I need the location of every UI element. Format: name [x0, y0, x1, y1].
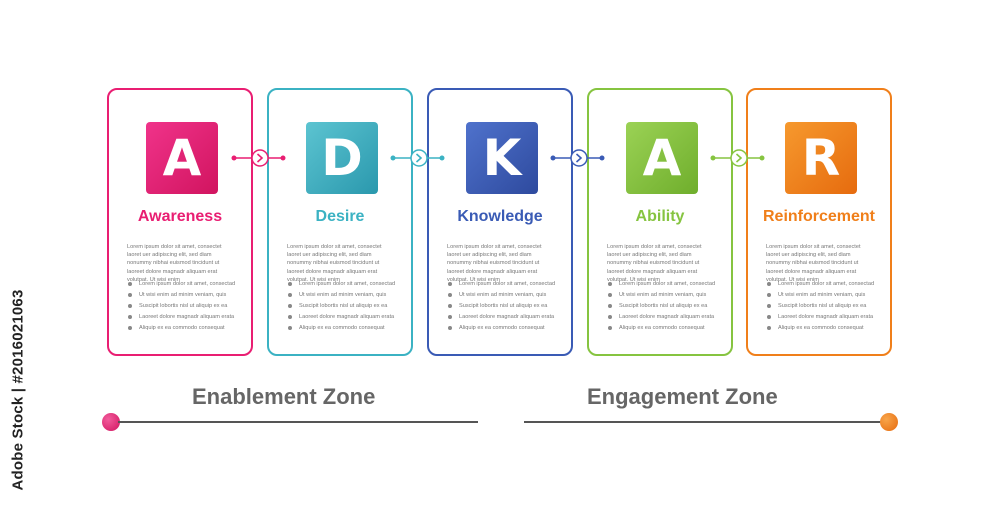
bullet-item: Laoreet dolore magnadr aliquam erata [766, 313, 882, 324]
card-description: Lorem ipsum dolor sit amet, consectet la… [447, 244, 542, 283]
connector-1 [231, 149, 286, 167]
bullet-item: Laoreet dolore magnadr aliquam erata [287, 313, 403, 324]
chevron-right-icon [570, 149, 588, 167]
card-description: Lorem ipsum dolor sit amet, consectet la… [287, 244, 382, 283]
card-reinforcement: R Reinforcement Lorem ipsum dolor sit am… [746, 88, 892, 356]
card-title: Awareness [137, 208, 223, 225]
watermark-text: Adobe Stock | #201602106​3 [9, 289, 27, 491]
card-desire: D Desire Lorem ipsum dolor sit amet, con… [267, 88, 413, 356]
bullet-item: Ut wisi enim ad minim veniam, quis [287, 291, 403, 302]
bullet-item: Ut wisi enim ad minim veniam, quis [447, 291, 563, 302]
card-title: Knowledge [457, 208, 543, 225]
letter-tile-knowledge: K [466, 122, 538, 194]
bullet-item: Aliquip ex ea commodo consequat [766, 324, 882, 335]
bullet-item: Aliquip ex ea commodo consequat [127, 324, 243, 335]
bullet-list: Lorem ipsum dolor sit amet, consectad Ut… [127, 280, 243, 335]
bullet-item: Suscipit lobortis nisl ut aliquip ex ea [766, 302, 882, 313]
tile-letter: A [642, 129, 682, 187]
bullet-item: Lorem ipsum dolor sit amet, consectad [447, 280, 563, 291]
letter-tile-ability: A [626, 122, 698, 194]
bullet-item: Laoreet dolore magnadr aliquam erata [447, 313, 563, 324]
engagement-zone-line [524, 421, 884, 423]
engagement-zone-label: Engagement Zone [587, 384, 778, 409]
bullet-item: Suscipit lobortis nisl ut aliquip ex ea [287, 302, 403, 313]
chevron-right-icon [251, 149, 269, 167]
bullet-item: Ut wisi enim ad minim veniam, quis [127, 291, 243, 302]
left-zone-dot [102, 413, 120, 431]
letter-tile-reinforcement: R [785, 122, 857, 194]
bullet-item: Suscipit lobortis nisl ut aliquip ex ea [607, 302, 723, 313]
enablement-zone-label: Enablement Zone [192, 384, 376, 409]
connector-4 [710, 149, 765, 167]
bullet-item: Aliquip ex ea commodo consequat [287, 324, 403, 335]
chevron-right-icon [410, 149, 428, 167]
letter-tile-desire: D [306, 122, 378, 194]
card-description: Lorem ipsum dolor sit amet, consectet la… [127, 244, 222, 283]
bullet-item: Suscipit lobortis nisl ut aliquip ex ea [447, 302, 563, 313]
chevron-right-icon [730, 149, 748, 167]
bullet-item: Lorem ipsum dolor sit amet, consectad [287, 280, 403, 291]
bullet-item: Ut wisi enim ad minim veniam, quis [607, 291, 723, 302]
connector-2 [390, 149, 445, 167]
bullet-item: Lorem ipsum dolor sit amet, consectad [766, 280, 882, 291]
tile-letter: D [321, 129, 363, 187]
bullet-list: Lorem ipsum dolor sit amet, consectad Ut… [607, 280, 723, 335]
bullet-item: Laoreet dolore magnadr aliquam erata [607, 313, 723, 324]
card-description: Lorem ipsum dolor sit amet, consectet la… [607, 244, 702, 283]
right-zone-dot [880, 413, 898, 431]
bullet-item: Suscipit lobortis nisl ut aliquip ex ea [127, 302, 243, 313]
card-awareness: A Awareness Lorem ipsum dolor sit amet, … [107, 88, 253, 356]
bullet-item: Lorem ipsum dolor sit amet, consectad [127, 280, 243, 291]
card-ability: A Ability Lorem ipsum dolor sit amet, co… [587, 88, 733, 356]
bullet-item: Aliquip ex ea commodo consequat [447, 324, 563, 335]
tile-letter: A [162, 129, 202, 187]
bullet-item: Ut wisi enim ad minim veniam, quis [766, 291, 882, 302]
bullet-item: Aliquip ex ea commodo consequat [607, 324, 723, 335]
card-knowledge: K Knowledge Lorem ipsum dolor sit amet, … [427, 88, 573, 356]
bullet-list: Lorem ipsum dolor sit amet, consectad Ut… [287, 280, 403, 335]
bullet-item: Lorem ipsum dolor sit amet, consectad [607, 280, 723, 291]
card-description: Lorem ipsum dolor sit amet, consectet la… [766, 244, 861, 283]
card-title: Desire [315, 208, 365, 225]
letter-tile-awareness: A [146, 122, 218, 194]
card-title: Reinforcement [762, 208, 876, 225]
tile-letter: K [482, 129, 522, 187]
enablement-zone-line [118, 421, 478, 423]
bullet-item: Laoreet dolore magnadr aliquam erata [127, 313, 243, 324]
card-title: Ability [635, 208, 685, 225]
tile-letter: R [801, 129, 841, 187]
bullet-list: Lorem ipsum dolor sit amet, consectad Ut… [766, 280, 882, 335]
bullet-list: Lorem ipsum dolor sit amet, consectad Ut… [447, 280, 563, 335]
stock-watermark: Adobe Stock | #201602106​3 [4, 270, 32, 510]
connector-3 [550, 149, 605, 167]
